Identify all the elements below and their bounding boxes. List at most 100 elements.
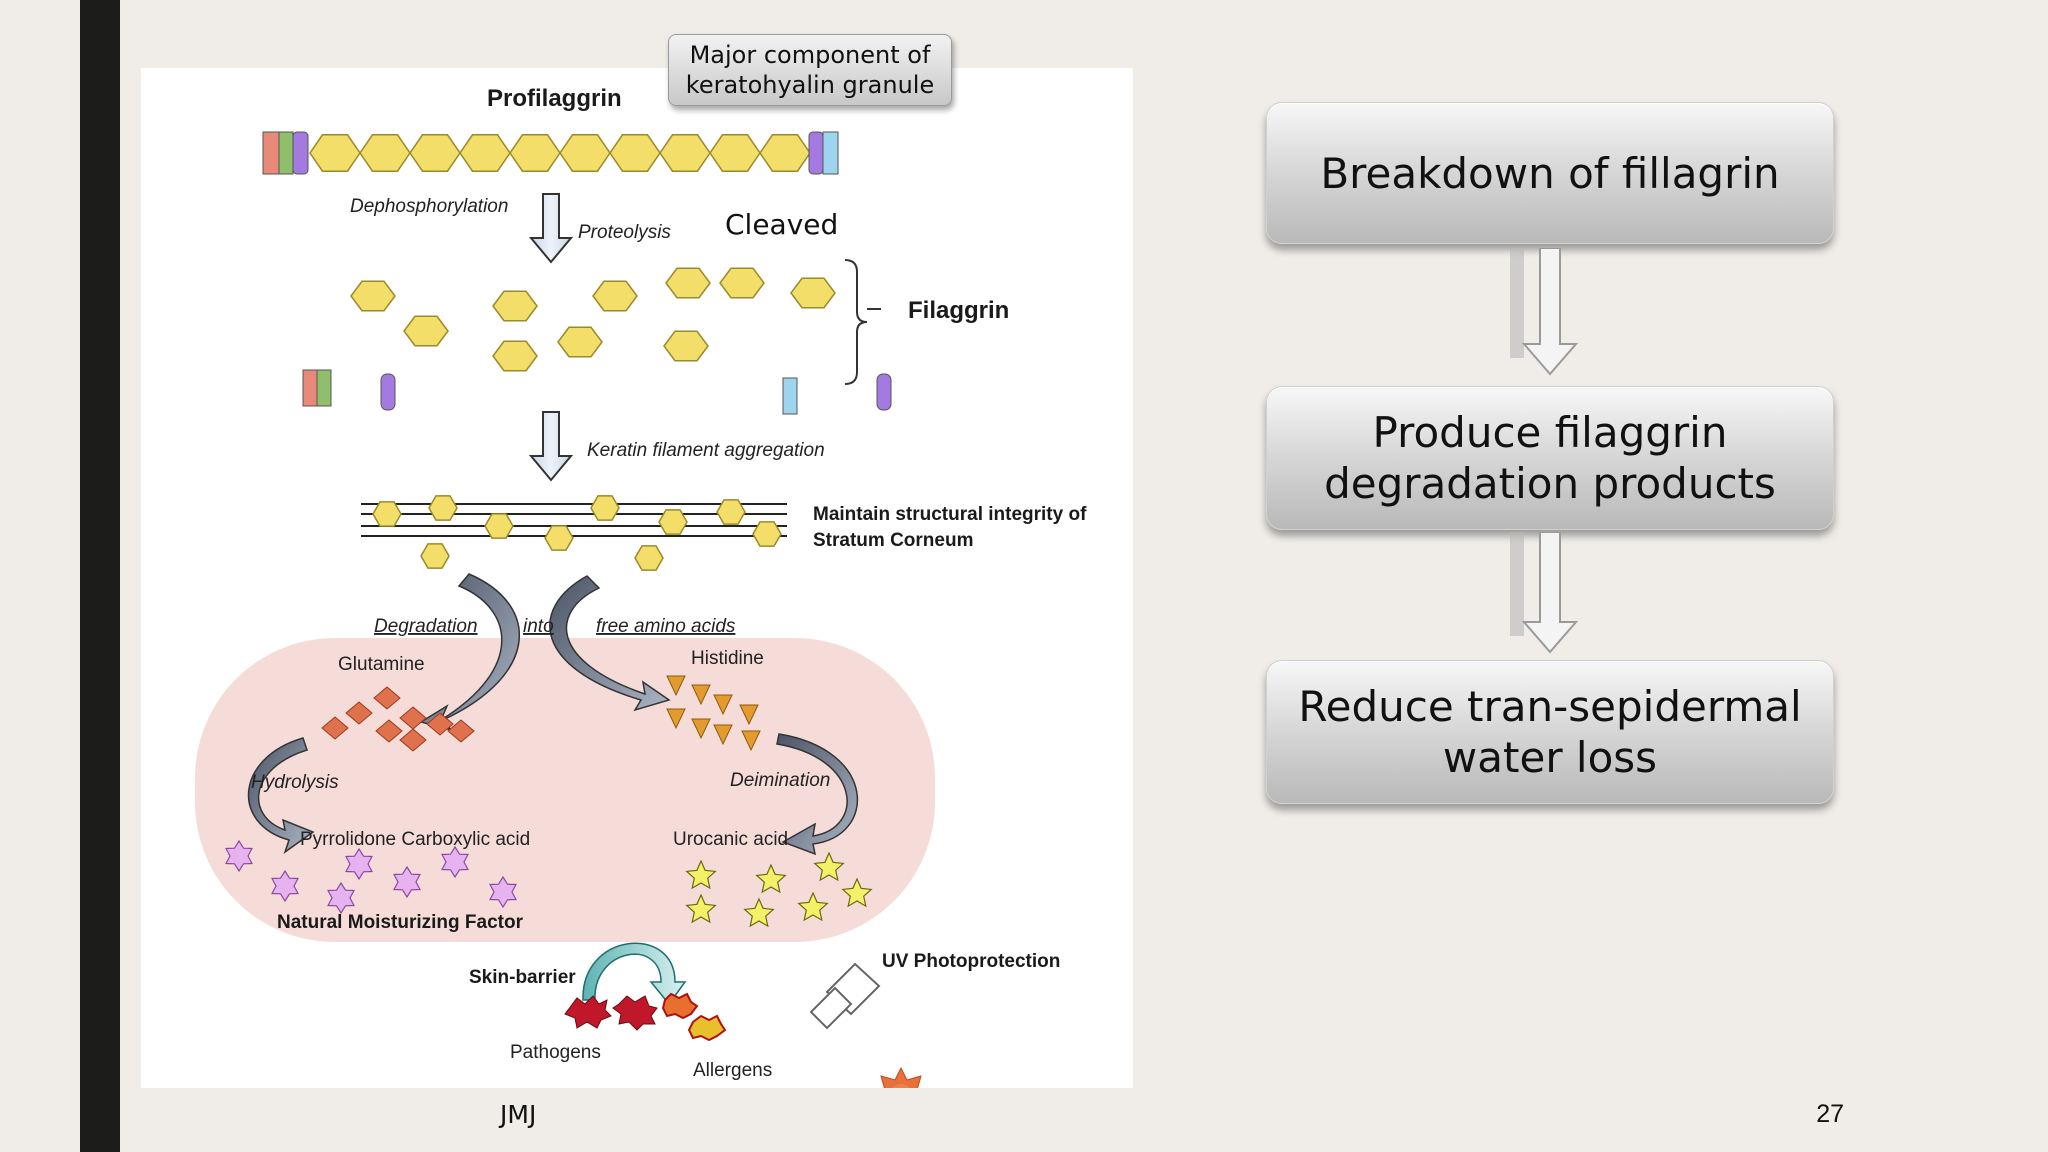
filaggrin-hexagon bbox=[709, 134, 761, 172]
flow-step-2-text: Produce filaggrin degradation products bbox=[1324, 408, 1776, 508]
cleaved-label: Cleaved bbox=[725, 208, 838, 241]
histidine-triangle bbox=[741, 730, 761, 752]
flow-step-produce-products: Produce filaggrin degradation products bbox=[1266, 386, 1834, 530]
histidine-triangle bbox=[666, 675, 686, 697]
pca-star bbox=[489, 875, 517, 909]
urocanic-acid-star bbox=[841, 877, 873, 908]
pca-label: Pyrrolidone Carboxylic acid bbox=[300, 829, 530, 850]
histidine-triangle bbox=[666, 708, 686, 730]
flow-step-3-text: Reduce tran-sepidermal water loss bbox=[1298, 682, 1802, 782]
down-arrow-proteolysis bbox=[528, 193, 574, 264]
hydrolysis-arrow bbox=[247, 737, 315, 854]
glutamine-diamond bbox=[345, 701, 373, 725]
filaggrin-hexagon bbox=[509, 134, 561, 172]
deimination-arrow bbox=[776, 733, 859, 856]
filaggrin-monomers bbox=[350, 267, 836, 372]
down-arrow-aggregation bbox=[528, 411, 574, 482]
glutamine-diamond bbox=[447, 719, 475, 743]
urocanic-acid-star bbox=[743, 897, 775, 928]
structural-integrity-line1: Maintain structural integrity of bbox=[813, 504, 1087, 525]
dephosphorylation-label: Dephosphorylation bbox=[350, 196, 508, 217]
filaggrin-hexagon bbox=[409, 134, 461, 172]
filaggrin-hexagon bbox=[372, 501, 402, 527]
filaggrin-brace bbox=[844, 259, 868, 385]
filaggrin-diagram: Profilaggrin Dephosphorylation Proteolys… bbox=[141, 68, 1133, 1088]
histidine-label: Histidine bbox=[691, 648, 764, 669]
filaggrin-hexagon bbox=[557, 326, 603, 358]
filaggrin-hexagon bbox=[716, 499, 746, 525]
uv-photoprotection-label: UV Photoprotection bbox=[882, 951, 1060, 972]
pca-star bbox=[441, 845, 469, 879]
urocanic-acid-star bbox=[755, 863, 787, 894]
filaggrin-hexagon bbox=[609, 134, 661, 172]
flow-arrow-down-2 bbox=[1510, 532, 1579, 654]
filaggrin-hexagon bbox=[759, 134, 811, 172]
filaggrin-hexagon bbox=[484, 513, 514, 539]
filaggrin-hexagon bbox=[420, 543, 450, 569]
hydrolysis-label: Hydrolysis bbox=[251, 772, 339, 793]
filaggrin-hexagon bbox=[428, 495, 458, 521]
pca-star bbox=[345, 847, 373, 881]
sun-icon bbox=[880, 1066, 922, 1088]
deimination-label: Deimination bbox=[730, 770, 830, 791]
filaggrin-hexagon bbox=[658, 509, 688, 535]
flow-step-breakdown: Breakdown of fillagrin bbox=[1266, 102, 1834, 244]
keratohyalin-callout: Major component of keratohyalin granule bbox=[668, 34, 952, 106]
uv-photoprotection-icon bbox=[809, 962, 881, 1030]
filaggrin-hexagon bbox=[350, 280, 396, 312]
filaggrin-hexagon bbox=[752, 521, 782, 547]
keratin-aggregation-label: Keratin filament aggregation bbox=[587, 440, 825, 461]
filaggrin-hexagon bbox=[665, 267, 711, 299]
pca-star bbox=[327, 881, 355, 915]
pathogens-icon bbox=[564, 995, 658, 1031]
flow-step-1-text: Breakdown of fillagrin bbox=[1320, 148, 1780, 198]
nmf-label: Natural Moisturizing Factor bbox=[277, 912, 524, 933]
glutamine-diamond bbox=[375, 719, 403, 743]
left-decorative-bar bbox=[80, 0, 120, 1152]
filaggrin-hexagon bbox=[459, 134, 511, 172]
glutamine-diamond bbox=[426, 712, 454, 736]
degradation-label: Degradation bbox=[374, 616, 478, 637]
filaggrin-hexagon bbox=[590, 495, 620, 521]
allergens-icon bbox=[661, 992, 727, 1042]
filaggrin-hexagon bbox=[559, 134, 611, 172]
free-amino-acids-label: free amino acids bbox=[596, 616, 736, 637]
filaggrin-hexagon bbox=[544, 525, 574, 551]
histidine-triangle bbox=[691, 718, 711, 740]
filaggrin-hexagon bbox=[592, 280, 638, 312]
pca-star bbox=[393, 865, 421, 899]
allergens-label: Allergens bbox=[693, 1060, 772, 1081]
urocanic-acid-label: Urocanic acid bbox=[673, 829, 788, 850]
urocanic-acid-star bbox=[813, 851, 845, 882]
degradation-arrow-right bbox=[549, 575, 671, 712]
filaggrin-hexagon bbox=[790, 277, 836, 309]
filaggrin-hexagon bbox=[719, 267, 765, 299]
callout-line-1: Major component of bbox=[689, 41, 931, 69]
footer-text: JMJ bbox=[500, 1100, 537, 1129]
profilaggrin-label: Profilaggrin bbox=[487, 85, 622, 112]
histidine-triangle bbox=[691, 684, 711, 706]
skin-barrier-label: Skin-barrier bbox=[469, 967, 576, 988]
keratin-filaments bbox=[361, 495, 787, 571]
histidine-triangle bbox=[739, 704, 759, 726]
pathogens-label: Pathogens bbox=[510, 1042, 601, 1063]
urocanic-acid-star bbox=[685, 859, 717, 890]
urocanic-acid-star bbox=[685, 893, 717, 924]
structural-integrity-line2: Stratum Corneum bbox=[813, 530, 973, 551]
glutamine-diamond bbox=[321, 716, 349, 740]
filaggrin-hexagon bbox=[492, 340, 538, 372]
histidine-triangles bbox=[666, 675, 761, 752]
skin-barrier-arrow bbox=[582, 942, 687, 1006]
into-label: into bbox=[523, 616, 554, 637]
histidine-triangle bbox=[713, 694, 733, 716]
urocanic-acid-star bbox=[797, 891, 829, 922]
histidine-triangle bbox=[713, 724, 733, 746]
pca-star bbox=[271, 869, 299, 903]
glutamine-label: Glutamine bbox=[338, 654, 425, 675]
filaggrin-hexagon bbox=[492, 290, 538, 322]
filaggrin-hexagon bbox=[659, 134, 711, 172]
pca-stars bbox=[225, 839, 517, 915]
filaggrin-hexagon bbox=[663, 330, 709, 362]
glutamine-diamond bbox=[399, 728, 427, 752]
filaggrin-hexagon bbox=[403, 315, 449, 347]
